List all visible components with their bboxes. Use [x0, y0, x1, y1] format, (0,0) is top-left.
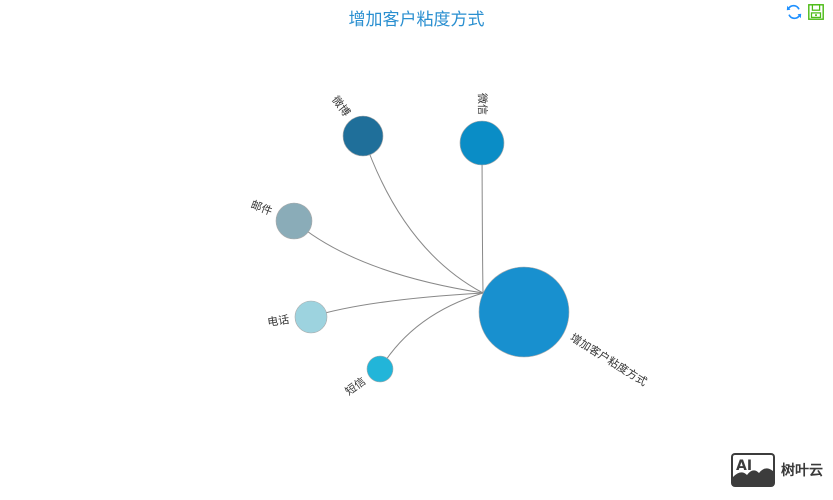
node-2[interactable] [275, 202, 313, 240]
root-node[interactable] [478, 266, 570, 358]
node-0[interactable] [342, 115, 384, 157]
edge-2 [293, 220, 525, 313]
brand-name: 树叶云 [781, 463, 823, 479]
toolbox [785, 3, 825, 21]
node-label: 微信 [476, 93, 490, 115]
node-1[interactable] [459, 120, 505, 166]
svg-text:AI: AI [736, 458, 752, 474]
refresh-icon[interactable] [785, 3, 803, 21]
node-label: 短信 [342, 374, 368, 398]
node-label: 邮件 [249, 198, 274, 218]
watermark-logo: AI 树叶云 [731, 453, 823, 487]
node-label: 电话 [266, 313, 290, 329]
edge-3 [310, 292, 525, 318]
node-label: 微博 [329, 93, 353, 119]
save-image-icon[interactable] [807, 3, 825, 21]
root-label: 增加客户粘度方式 [568, 330, 650, 389]
edge-0 [362, 135, 525, 313]
chart-title: 增加客户粘度方式 [348, 10, 485, 30]
edge-4 [379, 292, 525, 370]
node-4[interactable] [366, 355, 394, 383]
logo-icon: AI [731, 453, 775, 487]
edge-1 [481, 142, 525, 313]
node-3[interactable] [294, 300, 328, 334]
